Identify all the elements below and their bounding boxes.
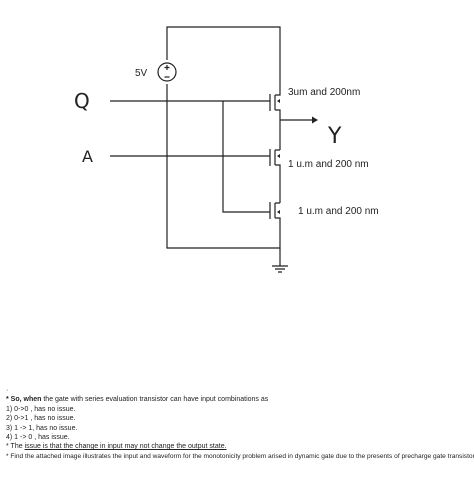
circuit-schematic: 5V Q A Y 3um and 200nm 1 u.m and 200 nm … [74, 26, 379, 273]
label-y: Y [327, 124, 342, 149]
wire-top-rail [166, 26, 281, 90]
notes-line-3: 2) 0->1 , has no issue. [6, 415, 76, 423]
voltage-source-symbol [157, 62, 177, 82]
notes-line-7: * Find the attached image illustrates th… [6, 452, 474, 460]
ground-symbol [272, 265, 288, 273]
label-t1-size: 3um and 200nm [288, 87, 360, 98]
notes-dot: · [6, 387, 9, 394]
notes-line-6-pre: * The [6, 443, 25, 451]
output-arrow-icon [312, 116, 318, 124]
label-t2-size: 1 u.m and 200 nm [288, 159, 369, 170]
voltage-source-plus [164, 65, 170, 70]
label-t3-size: 1 u.m and 200 nm [298, 206, 379, 217]
wire-q-branch [222, 101, 270, 213]
notes-block: · * So, when the gate with series evalua… [6, 386, 474, 461]
wire-t2-channel [274, 149, 281, 203]
notes-line-1-rest: the gate with series evaluation transist… [41, 396, 269, 404]
notes-line-4: 3) 1 -> 1, has no issue. [6, 424, 78, 432]
t3-arrow-icon [277, 210, 280, 214]
t2-arrow-icon [277, 154, 280, 158]
notes-line-1: * So, when the gate with series evaluati… [6, 395, 470, 404]
wire-source-bottom [166, 84, 281, 249]
label-5v: 5V [135, 68, 148, 79]
notes-line-5: 4) 1 -> 0 , has issue. [6, 434, 70, 442]
label-q: Q [74, 89, 90, 113]
wire-t3-channel [274, 202, 281, 230]
notes-line-1-bold: * So, when [6, 396, 42, 404]
notes-line-6-underlined: issue is that the change in input may no… [24, 443, 227, 451]
wire-t1-channel [274, 90, 281, 150]
notes-line-6: * The issue is that the change in input … [6, 442, 470, 451]
label-a: A [82, 147, 93, 166]
t1-arrow-icon [277, 99, 280, 103]
notes-line-2: 1) 0->0 , has no issue. [6, 405, 76, 413]
